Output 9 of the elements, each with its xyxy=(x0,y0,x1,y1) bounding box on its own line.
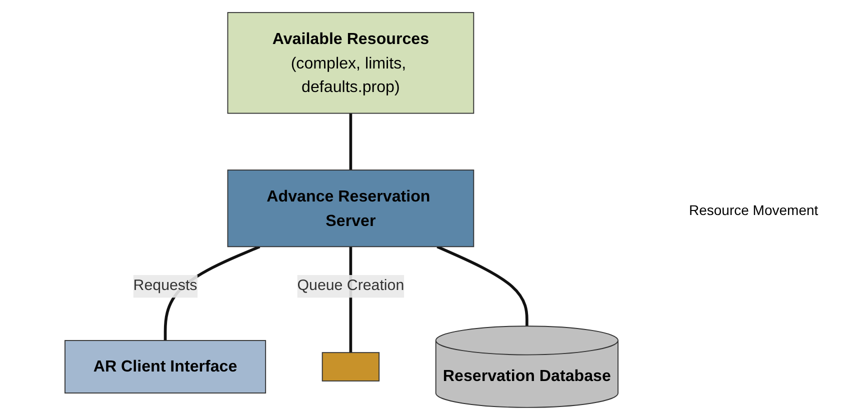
node-box: Available Resources (complex, limits, defaults.prop) xyxy=(227,12,474,114)
note-text: Resource Movement xyxy=(689,202,820,218)
node-box: Advance Reservation Server xyxy=(227,170,474,248)
edge-label: Requests xyxy=(133,278,198,294)
edge-label: Queue Creation xyxy=(297,278,404,294)
node-box xyxy=(322,352,380,382)
connector xyxy=(436,245,528,326)
node-box: AR Client Interface xyxy=(64,340,266,394)
connector xyxy=(349,113,352,170)
